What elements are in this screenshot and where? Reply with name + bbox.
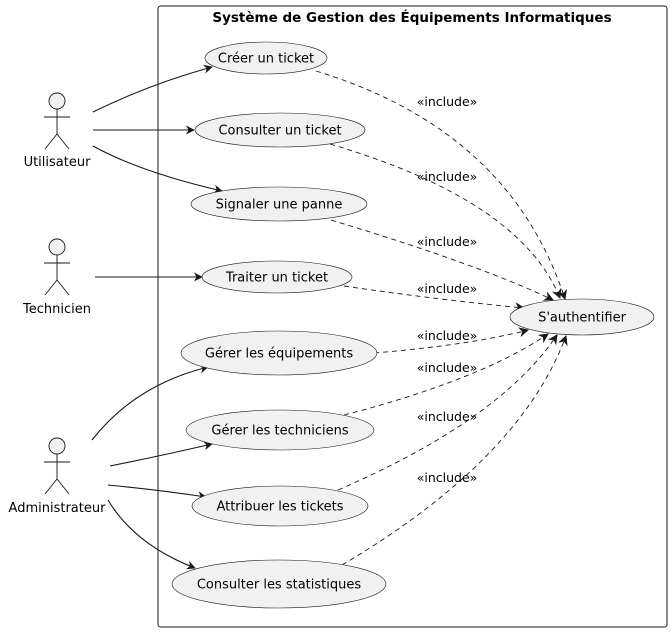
use-case-signaler-panne[interactable]: Signaler une panne bbox=[190, 186, 368, 222]
use-case-label: Créer un ticket bbox=[218, 52, 314, 67]
include-label: «include» bbox=[417, 360, 478, 375]
include-gerer-equipements bbox=[373, 327, 529, 354]
use-case-ellipse bbox=[204, 41, 328, 75]
actor-label: Administrateur bbox=[9, 501, 107, 516]
actor-label: Technicien bbox=[22, 302, 91, 317]
actor-label: Utilisateur bbox=[24, 155, 92, 170]
use-case-creer-ticket[interactable]: Créer un ticket bbox=[204, 41, 328, 75]
actor-utilisateur[interactable]: Utilisateur bbox=[24, 92, 92, 170]
use-case-label: Signaler une panne bbox=[216, 198, 343, 213]
association-administrateur-gerer-equipements bbox=[91, 364, 209, 441]
system-title: Système de Gestion des Équipements Infor… bbox=[212, 9, 611, 26]
system-boundary bbox=[157, 5, 668, 628]
include-label: «include» bbox=[417, 169, 478, 184]
association-administrateur-gerer-techniciens bbox=[109, 441, 213, 467]
use-case-authentifier[interactable]: S'authentifier bbox=[509, 298, 655, 336]
use-case-label: Consulter les statistiques bbox=[197, 578, 361, 593]
use-case-ellipse bbox=[180, 330, 378, 376]
actor-associations bbox=[91, 64, 223, 570]
use-case-consulter-statistiques[interactable]: Consulter les statistiques bbox=[171, 559, 387, 609]
actor-right-leg bbox=[56, 279, 70, 296]
use-case-ellipse bbox=[201, 260, 353, 294]
actor-left-leg bbox=[44, 133, 58, 150]
association-administrateur-attribuer-tickets bbox=[107, 484, 207, 501]
include-gerer-techniciens bbox=[343, 333, 549, 416]
include-label: «include» bbox=[417, 409, 478, 424]
include-attribuer-tickets bbox=[337, 334, 558, 491]
include-label: «include» bbox=[417, 328, 478, 343]
include-label: «include» bbox=[417, 281, 478, 296]
actor-left-leg bbox=[44, 478, 58, 495]
use-case-ellipse bbox=[185, 409, 375, 451]
actor-administrateur[interactable]: Administrateur bbox=[9, 437, 107, 516]
actor-right-leg bbox=[56, 133, 70, 150]
use-case-ellipse bbox=[171, 559, 387, 609]
use-case-gerer-equipements[interactable]: Gérer les équipements bbox=[180, 330, 378, 376]
include-creer-ticket bbox=[315, 70, 567, 300]
use-case-label: Attribuer les tickets bbox=[216, 500, 343, 515]
include-label: «include» bbox=[417, 94, 478, 109]
use-case-ellipse bbox=[509, 298, 655, 336]
use-case-consulter-ticket[interactable]: Consulter un ticket bbox=[194, 112, 366, 148]
use-case-ellipse bbox=[190, 186, 368, 222]
use-case-ellipse bbox=[191, 485, 369, 527]
use-case-attribuer-tickets[interactable]: Attribuer les tickets bbox=[191, 485, 369, 527]
actor-head bbox=[48, 92, 66, 110]
actor-right-leg bbox=[56, 478, 70, 495]
actor-technicien[interactable]: Technicien bbox=[22, 238, 91, 317]
include-consulter-ticket bbox=[329, 143, 562, 299]
use-case-label: S'authentifier bbox=[538, 311, 627, 326]
include-signaler-panne bbox=[330, 219, 554, 301]
use-case-ellipse bbox=[194, 112, 366, 148]
use-case-label: Gérer les techniciens bbox=[211, 424, 348, 439]
use-case-gerer-techniciens[interactable]: Gérer les techniciens bbox=[185, 409, 375, 451]
include-traiter-ticket bbox=[343, 285, 525, 313]
use-case-traiter-ticket[interactable]: Traiter un ticket bbox=[201, 260, 353, 294]
include-label: «include» bbox=[417, 234, 478, 249]
include-relations: «include» «include» «include» «include» «inc… bbox=[315, 70, 568, 566]
actor-head bbox=[48, 238, 66, 256]
use-case-label: Traiter un ticket bbox=[225, 271, 328, 286]
include-consulter-statistiques bbox=[341, 335, 568, 566]
use-case-label: Consulter un ticket bbox=[218, 124, 341, 139]
actor-head bbox=[48, 437, 66, 455]
use-case-label: Gérer les équipements bbox=[205, 347, 353, 362]
include-label: «include» bbox=[417, 470, 478, 485]
association-utilisateur-signaler-panne bbox=[92, 145, 223, 194]
association-utilisateur-creer-ticket bbox=[92, 64, 213, 113]
association-administrateur-consulter-statistiques bbox=[107, 499, 196, 570]
actor-left-leg bbox=[44, 279, 58, 296]
